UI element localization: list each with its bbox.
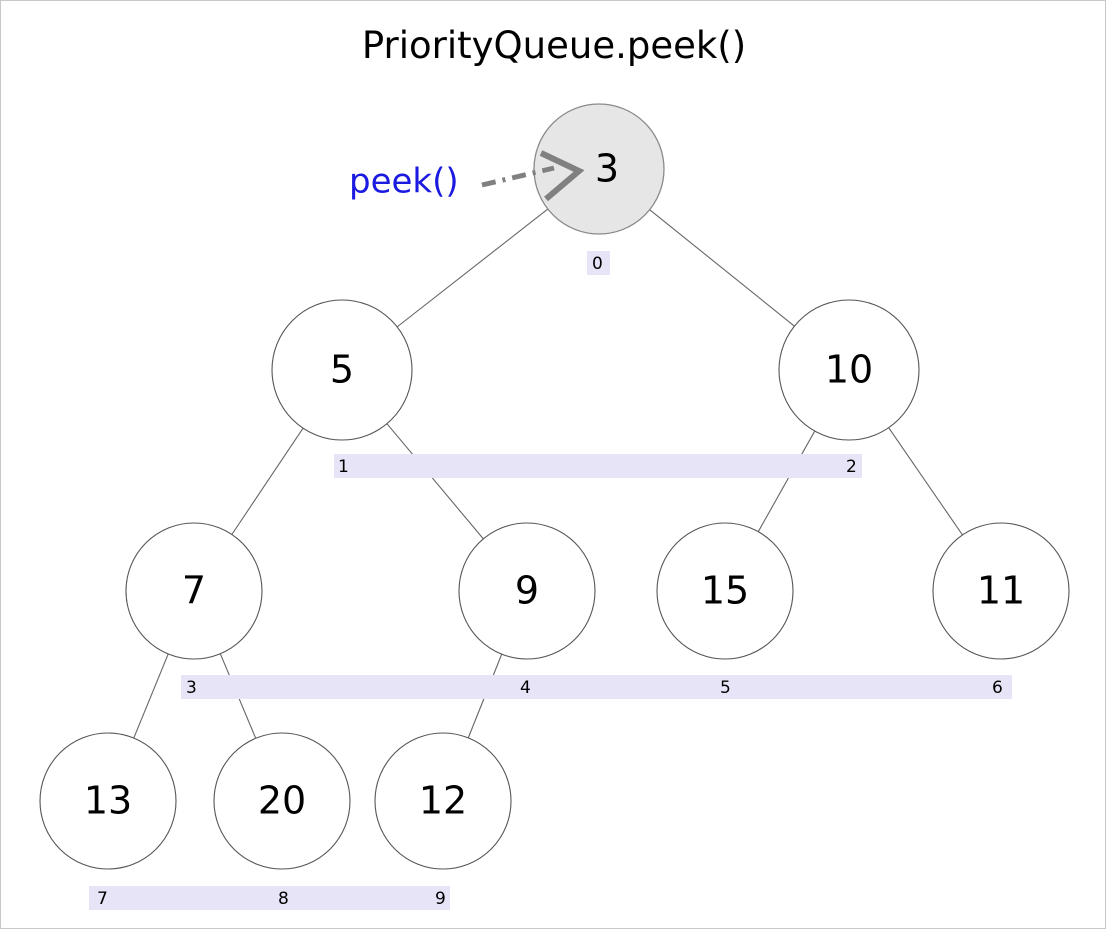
tree-node-7[interactable]: 7: [125, 522, 263, 660]
node-circle-highlighted[interactable]: [533, 103, 665, 235]
callout-label: peek(): [349, 162, 459, 202]
arrow-head-icon: [539, 150, 585, 202]
peek-callout: peek(): [349, 150, 585, 202]
node-circle[interactable]: [374, 732, 512, 870]
dash-dot-arrow-line-icon: [481, 165, 555, 188]
node-value-label: 3: [595, 147, 619, 191]
tree-node-10[interactable]: 10: [778, 299, 920, 441]
page-title: PriorityQueue.peek(): [362, 24, 746, 67]
node-circle[interactable]: [778, 299, 920, 441]
tree-node-20[interactable]: 20: [213, 732, 351, 870]
tree-node-9[interactable]: 9: [458, 522, 596, 660]
node-value-label: 13: [84, 779, 132, 823]
tree-edge: [386, 423, 484, 540]
node-value-label: 11: [977, 569, 1025, 613]
band-level-2: [181, 675, 1012, 699]
array-index-label: 3: [186, 678, 197, 698]
node-circle[interactable]: [656, 522, 794, 660]
node-value-label: 7: [182, 569, 206, 613]
tree-node-3[interactable]: 3: [533, 103, 665, 235]
array-index-label: 0: [592, 254, 603, 274]
node-value-label: 9: [515, 569, 539, 613]
band-level-0: [587, 251, 610, 275]
tree-edge: [231, 427, 304, 535]
node-circle[interactable]: [932, 522, 1070, 660]
node-circle[interactable]: [125, 522, 263, 660]
tree-node-11[interactable]: 11: [932, 522, 1070, 660]
node-circle[interactable]: [213, 732, 351, 870]
tree-edge: [757, 430, 816, 532]
band-level-1: [334, 454, 862, 478]
tree-edge: [133, 653, 169, 739]
tree-edge: [649, 209, 795, 327]
array-index-label: 6: [992, 678, 1003, 698]
array-index-label: 5: [720, 678, 731, 698]
node-circle[interactable]: [271, 299, 413, 441]
node-circle[interactable]: [39, 732, 177, 870]
tree-node-5[interactable]: 5: [271, 299, 413, 441]
array-index-label: 1: [338, 457, 349, 477]
array-index-label: 8: [278, 889, 289, 909]
node-value-label: 5: [330, 348, 354, 392]
tree-edge: [888, 427, 963, 536]
tree-node-13[interactable]: 13: [39, 732, 177, 870]
node-value-label: 20: [258, 779, 306, 823]
tree-edge: [396, 208, 549, 328]
node-value-label: 15: [701, 569, 749, 613]
band-level-3: [89, 886, 450, 910]
node-value-label: 10: [825, 348, 873, 392]
tree-node-12[interactable]: 12: [374, 732, 512, 870]
array-index-label: 7: [97, 889, 108, 909]
node-value-label: 12: [419, 779, 467, 823]
array-index-label: 2: [846, 457, 857, 477]
tree-node-15[interactable]: 15: [656, 522, 794, 660]
array-index-label: 4: [520, 678, 531, 698]
node-circle[interactable]: [458, 522, 596, 660]
array-index-label: 9: [435, 889, 446, 909]
